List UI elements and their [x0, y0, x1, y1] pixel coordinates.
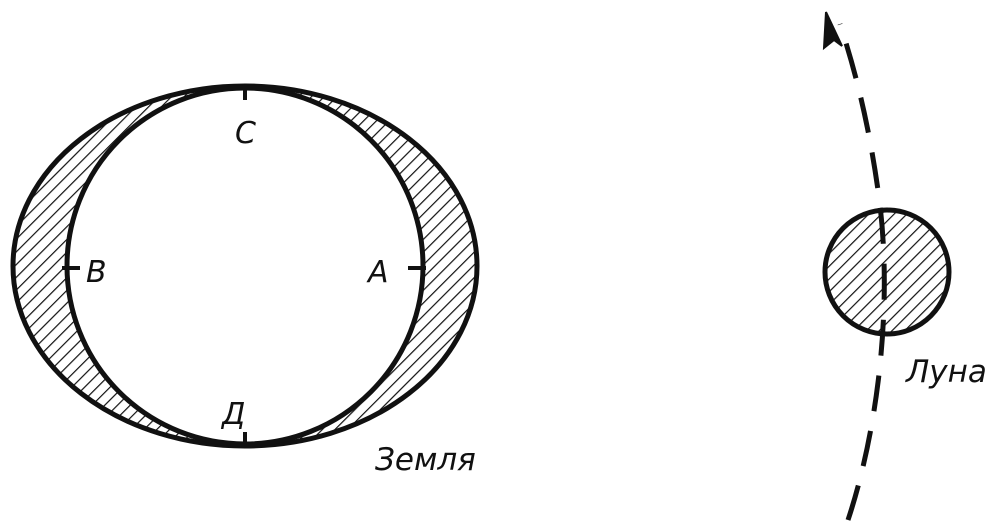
label-moon: Луна — [905, 354, 987, 390]
label-point-a: А — [366, 255, 389, 290]
label-point-b: В — [86, 255, 107, 290]
label-earth: Земля — [375, 442, 476, 478]
label-point-d: Д — [220, 397, 245, 432]
arrow-up-icon — [822, 11, 843, 51]
moon-circle — [822, 207, 952, 337]
label-point-c: С — [235, 116, 256, 151]
